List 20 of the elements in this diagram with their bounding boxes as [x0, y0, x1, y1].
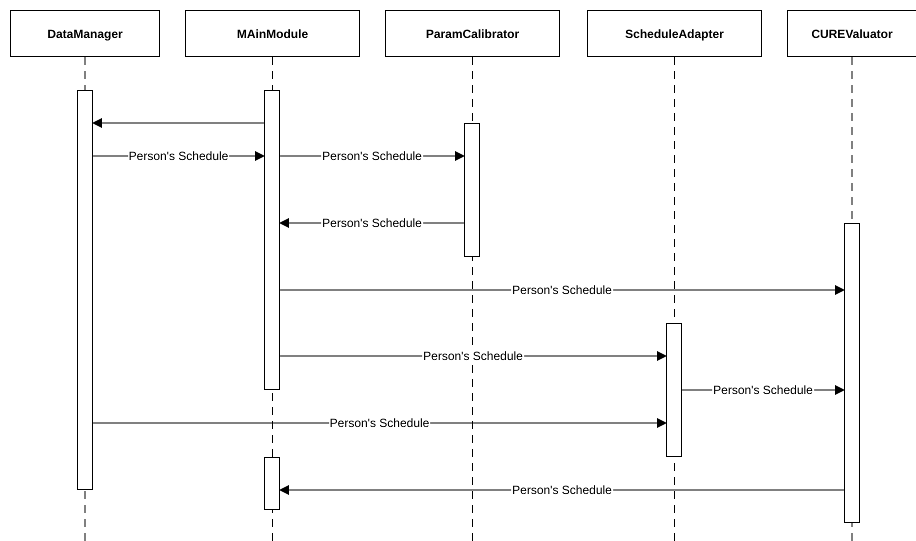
activation-bar — [264, 457, 280, 510]
participant-box: ParamCalibrator — [385, 10, 560, 57]
participant-box: CUREValuator — [787, 10, 916, 57]
edge-label: Person's Schedule — [321, 149, 423, 163]
edge-label: Person's Schedule — [511, 483, 613, 497]
activation-bar — [264, 90, 280, 390]
message-arrow — [92, 118, 264, 128]
activation-bar — [77, 90, 93, 490]
activation-bar — [666, 323, 682, 457]
activation-bar — [844, 223, 860, 523]
edge-label: Person's Schedule — [128, 149, 230, 163]
participant-box: ScheduleAdapter — [587, 10, 762, 57]
edge-label: Person's Schedule — [422, 349, 524, 363]
activation-bar — [464, 123, 480, 257]
edge-label: Person's Schedule — [511, 283, 613, 297]
participant-box: MAinModule — [185, 10, 360, 57]
edge-label: Person's Schedule — [328, 416, 430, 430]
participant-box: DataManager — [10, 10, 160, 57]
edge-label: Person's Schedule — [712, 383, 814, 397]
edge-label: Person's Schedule — [321, 216, 423, 230]
